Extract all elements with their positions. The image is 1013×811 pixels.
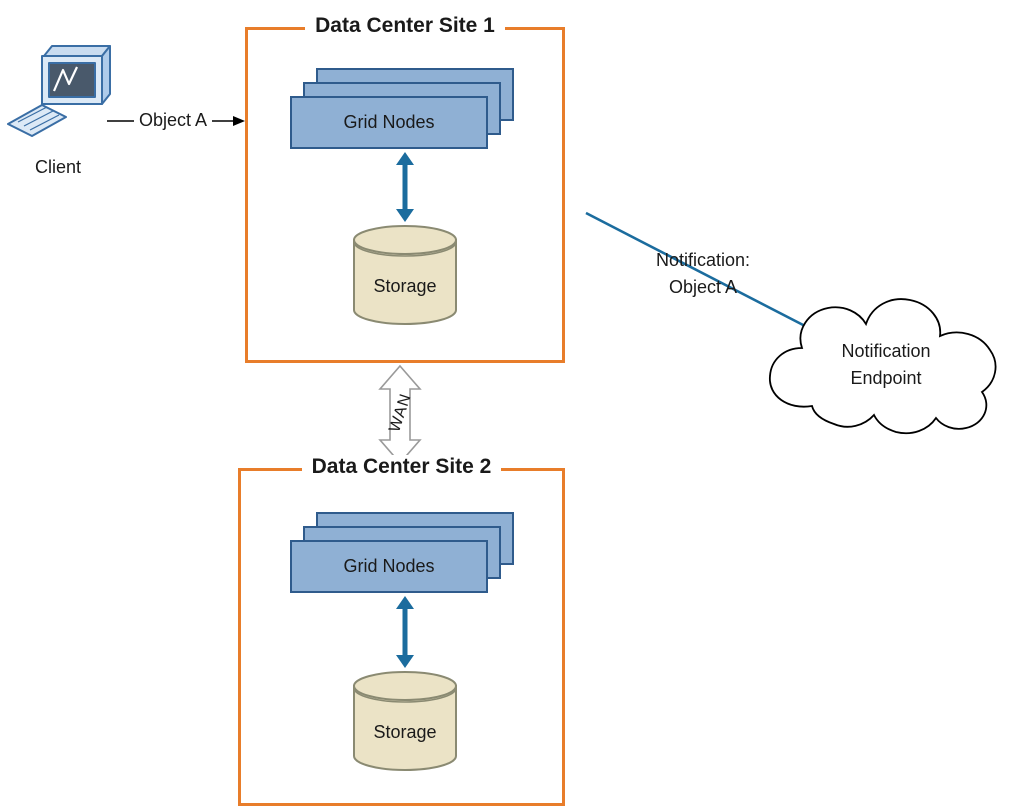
site1-node-storage-arrow bbox=[396, 152, 414, 222]
site1-storage-label: Storage bbox=[373, 276, 437, 296]
notification-endpoint-line1: Notification bbox=[841, 341, 931, 361]
client-computer-icon bbox=[7, 45, 111, 137]
site2-storage-label: Storage bbox=[373, 722, 437, 742]
site2-grid-nodes-label: Grid Nodes bbox=[343, 556, 435, 576]
site2-grid-node-front: Grid Nodes bbox=[290, 540, 488, 593]
site2-storage-icon bbox=[353, 671, 457, 771]
notification-endpoint-label: Notification Endpoint bbox=[760, 338, 1012, 392]
notification-label-line1: Notification: bbox=[655, 250, 751, 270]
site1-storage-icon bbox=[353, 225, 457, 325]
client-label: Client bbox=[34, 157, 82, 177]
notification-label: Notification: Object A bbox=[608, 247, 798, 301]
notification-endpoint-cloud-icon bbox=[769, 298, 997, 435]
object-a-label: Object A bbox=[134, 110, 213, 131]
site1-grid-node-front: Grid Nodes bbox=[290, 96, 488, 149]
site2-title: Data Center Site 2 bbox=[238, 455, 565, 479]
site1-title: Data Center Site 1 bbox=[245, 14, 565, 38]
notification-endpoint-line2: Endpoint bbox=[850, 368, 922, 388]
site1-grid-nodes-label: Grid Nodes bbox=[343, 112, 435, 132]
site2-node-storage-arrow bbox=[396, 596, 414, 668]
notification-label-line2: Object A bbox=[668, 277, 738, 297]
